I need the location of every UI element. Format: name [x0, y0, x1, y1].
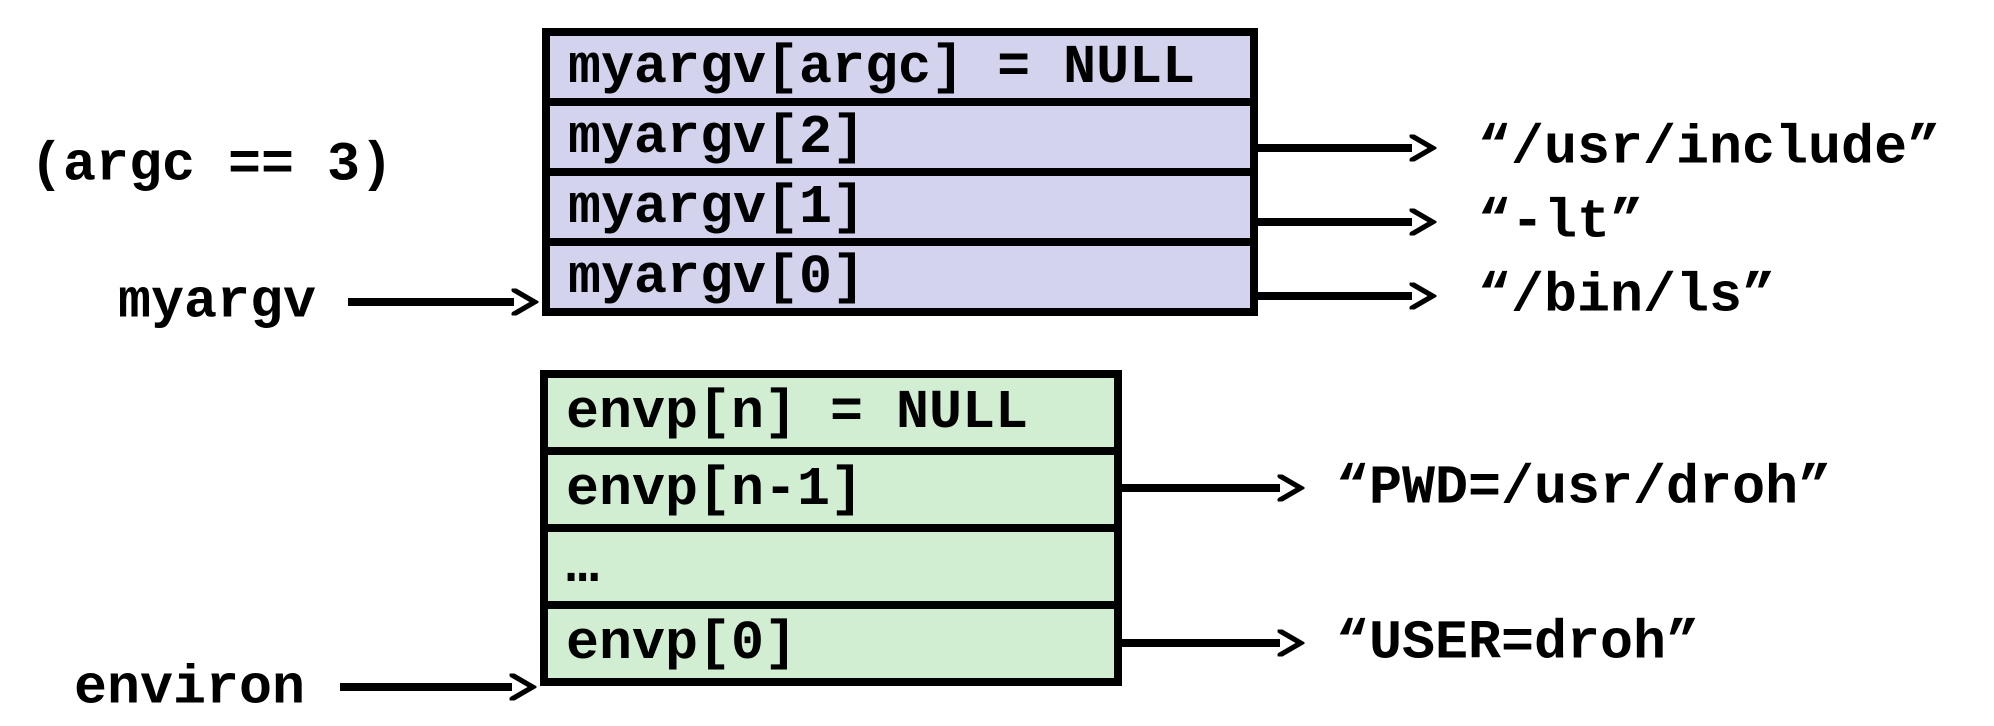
string-bin-ls: “/bin/ls”: [1478, 264, 1776, 328]
argv-array-box: myargv[argc] = NULL myargv[2] myargv[1] …: [542, 28, 1258, 316]
environ-pointer-label: environ: [74, 656, 306, 720]
envp-row-null: envp[n] = NULL: [548, 378, 1114, 447]
envp-0-cell-label: envp[0]: [566, 612, 798, 675]
string-user-env: “USER=droh”: [1336, 611, 1700, 675]
string-usr-include: “/usr/include”: [1478, 116, 1941, 180]
envp-row-n1: envp[n-1]: [548, 447, 1114, 524]
string-pwd-env: “PWD=/usr/droh”: [1336, 456, 1832, 520]
argv-row-null: myargv[argc] = NULL: [550, 35, 1250, 99]
envp-null-cell-label: envp[n] = NULL: [566, 381, 1029, 444]
argv-row-0: myargv[0]: [550, 238, 1250, 309]
envp-row-0: envp[0]: [548, 601, 1114, 678]
argv-0-cell-label: myargv[0]: [568, 245, 866, 309]
envp-array-box: envp[n] = NULL envp[n-1] … envp[0]: [540, 370, 1122, 686]
envp-row-ellipsis: …: [548, 524, 1114, 601]
argc-count-note: (argc == 3): [30, 133, 394, 197]
argv-2-cell-label: myargv[2]: [568, 105, 866, 169]
myargv-pointer-label: myargv: [118, 270, 317, 334]
argv-null-cell-label: myargv[argc] = NULL: [568, 35, 1196, 99]
argv-row-2: myargv[2]: [550, 98, 1250, 169]
argv-row-1: myargv[1]: [550, 168, 1250, 239]
argv-1-cell-label: myargv[1]: [568, 175, 866, 239]
string-lt-flag: “-lt”: [1478, 190, 1644, 254]
envp-ellipsis-cell-label: …: [566, 535, 600, 598]
envp-n1-cell-label: envp[n-1]: [566, 458, 864, 521]
